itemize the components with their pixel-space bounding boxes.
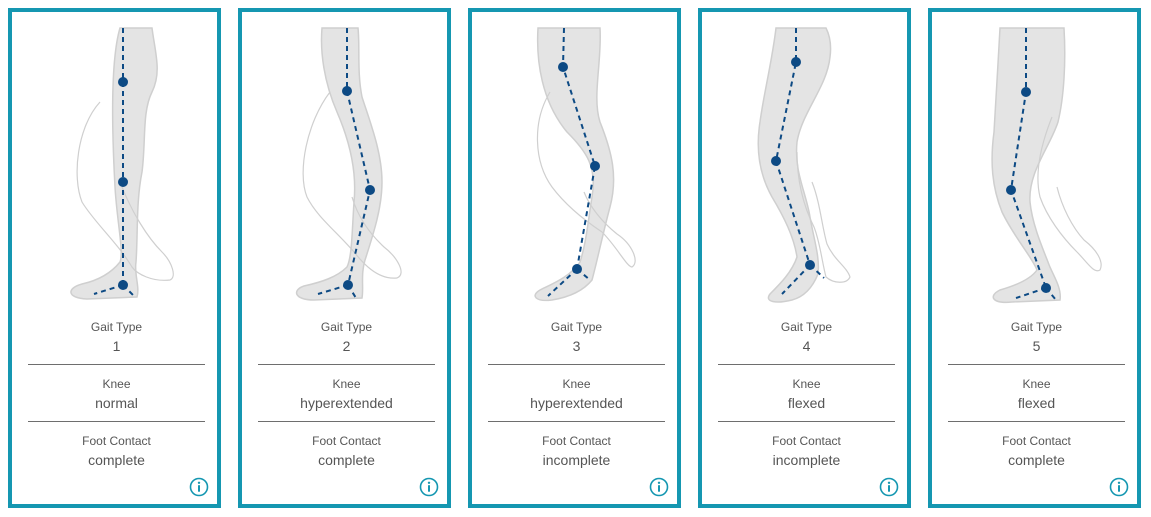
divider	[488, 364, 665, 365]
gait-type-label: Gait Type	[90, 320, 143, 334]
leg-illustration-type-4	[757, 27, 851, 303]
gait-card-2[interactable]: Gait Type 2 Knee hyperextended Foot Cont…	[238, 8, 451, 508]
divider	[948, 421, 1125, 422]
knee-field: Knee hyperextended	[258, 377, 435, 412]
gait-type-field: Gait Type 5	[948, 320, 1125, 355]
foot-contact-field: Foot Contact incomplete	[488, 434, 665, 469]
gait-type-label: Gait Type	[320, 320, 373, 334]
divider	[28, 421, 205, 422]
knee-value: hyperextended	[300, 395, 393, 411]
leg-illustration-type-1	[70, 27, 174, 300]
knee-label: Knee	[792, 377, 821, 391]
divider	[718, 364, 895, 365]
divider	[488, 421, 665, 422]
knee-label: Knee	[332, 377, 361, 391]
knee-value: normal	[95, 395, 138, 411]
divider	[948, 364, 1125, 365]
gait-card-5[interactable]: Gait Type 5 Knee flexed Foot Contact com…	[928, 8, 1141, 508]
gait-card-4[interactable]: Gait Type 4 Knee flexed Foot Contact inc…	[698, 8, 911, 508]
gait-type-label: Gait Type	[1010, 320, 1063, 334]
info-icon[interactable]	[1109, 477, 1129, 497]
gait-type-value: 2	[342, 338, 351, 354]
gait-type-field: Gait Type 3	[488, 320, 665, 355]
gait-type-value: 1	[112, 338, 121, 354]
leg-illustration-type-3	[534, 27, 636, 302]
knee-label: Knee	[102, 377, 131, 391]
knee-field: Knee flexed	[948, 377, 1125, 412]
knee-field: Knee normal	[28, 377, 205, 412]
foot-contact-field: Foot Contact complete	[258, 434, 435, 469]
gait-type-field: Gait Type 2	[258, 320, 435, 355]
foot-contact-field: Foot Contact complete	[948, 434, 1125, 469]
divider	[258, 421, 435, 422]
info-icon[interactable]	[189, 477, 209, 497]
gait-type-field: Gait Type 4	[718, 320, 895, 355]
divider	[718, 421, 895, 422]
foot-contact-field: Foot Contact complete	[28, 434, 205, 469]
foot-contact-label: Foot Contact	[1002, 434, 1071, 448]
foot-contact-value: complete	[88, 452, 145, 468]
knee-value: flexed	[1017, 395, 1056, 411]
leg-illustration-type-2	[295, 27, 402, 301]
knee-value: flexed	[787, 395, 826, 411]
knee-label: Knee	[1022, 377, 1051, 391]
divider	[258, 364, 435, 365]
info-icon[interactable]	[649, 477, 669, 497]
gait-card-3[interactable]: Gait Type 3 Knee hyperextended Foot Cont…	[468, 8, 681, 508]
foot-contact-label: Foot Contact	[542, 434, 611, 448]
info-icon[interactable]	[419, 477, 439, 497]
foot-contact-label: Foot Contact	[772, 434, 841, 448]
foot-contact-label: Foot Contact	[312, 434, 381, 448]
gait-type-label: Gait Type	[780, 320, 833, 334]
knee-label: Knee	[562, 377, 591, 391]
knee-value: hyperextended	[530, 395, 623, 411]
foot-contact-value: complete	[1008, 452, 1065, 468]
gait-card-1[interactable]: Gait Type 1 Knee normal Foot Contact com…	[8, 8, 221, 508]
foot-contact-value: complete	[318, 452, 375, 468]
knee-field: Knee hyperextended	[488, 377, 665, 412]
foot-contact-label: Foot Contact	[82, 434, 151, 448]
knee-field: Knee flexed	[718, 377, 895, 412]
gait-type-value: 4	[802, 338, 811, 354]
foot-contact-field: Foot Contact incomplete	[718, 434, 895, 469]
foot-contact-value: incomplete	[542, 452, 611, 468]
gait-type-value: 5	[1032, 338, 1041, 354]
leg-illustration-type-5	[991, 27, 1102, 304]
foot-contact-value: incomplete	[772, 452, 841, 468]
info-icon[interactable]	[879, 477, 899, 497]
divider	[28, 364, 205, 365]
gait-type-value: 3	[572, 338, 581, 354]
gait-type-field: Gait Type 1	[28, 320, 205, 355]
gait-type-label: Gait Type	[550, 320, 603, 334]
